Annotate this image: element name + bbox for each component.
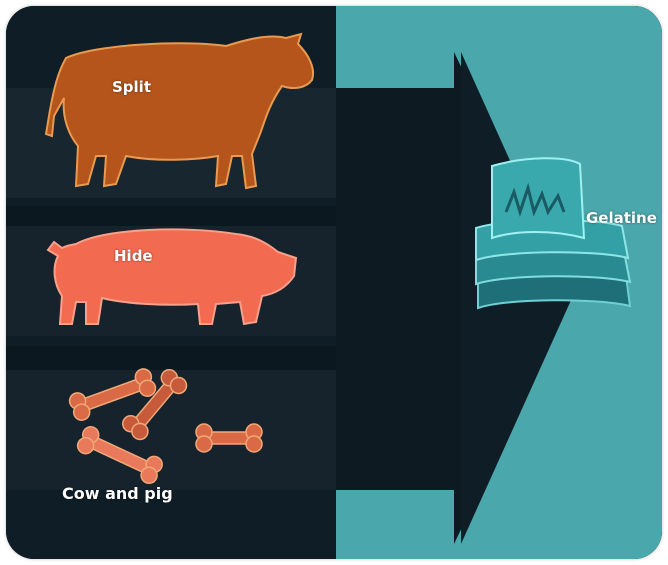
cow-label: Split [112, 78, 151, 96]
diagram-frame: Split Hide Cow and pig Gelatine [6, 6, 662, 559]
process-diagram [6, 6, 662, 559]
pig-label: Hide [114, 247, 153, 265]
bones-label: Cow and pig [62, 484, 173, 503]
gelatine-label: Gelatine [586, 209, 657, 227]
